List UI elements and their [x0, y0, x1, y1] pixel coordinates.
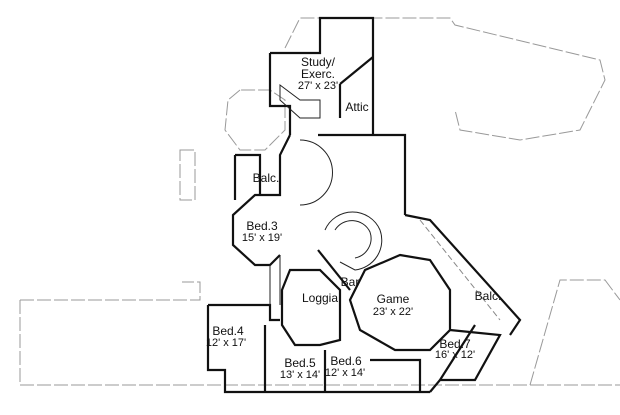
room-bed4: Bed.4 12' x 17' — [206, 324, 246, 349]
room-balcony-upper: Balc. — [253, 171, 280, 185]
room-size: 27' x 23' — [298, 80, 338, 92]
stairs — [269, 84, 501, 321]
room-size: 13' x 14' — [280, 369, 320, 381]
room-game: Game 23' x 22' — [373, 292, 413, 318]
room-bed3: Bed.3 15' x 19' — [242, 219, 282, 244]
room-size: 12' x 17' — [206, 337, 246, 349]
room-name: Bed.4 — [212, 324, 244, 338]
room-bed7: Bed.7 16' x 12' — [435, 337, 475, 361]
room-balcony-right: Balc. — [475, 289, 502, 303]
room-loggia: Loggia — [302, 291, 338, 305]
room-name: Bed.6 — [330, 354, 362, 368]
room-name: Study/ — [301, 55, 336, 69]
room-name: Bed.7 — [439, 337, 471, 351]
room-size: 12' x 14' — [325, 367, 365, 379]
room-name: Game — [377, 292, 410, 306]
room-bed6: Bed.6 12' x 14' — [325, 354, 365, 379]
room-name: Bed.3 — [246, 219, 278, 233]
room-size: 23' x 22' — [373, 306, 413, 318]
room-size: 15' x 19' — [242, 232, 282, 244]
room-study: Study/ Exerc. 27' x 23' — [298, 55, 338, 92]
walls — [206, 16, 522, 394]
room-attic: Attic — [345, 100, 368, 114]
room-size: 16' x 12' — [435, 349, 475, 361]
room-bed5: Bed.5 13' x 14' — [280, 356, 320, 381]
room-bar: Bar — [341, 275, 360, 289]
room-name: Bed.5 — [284, 356, 316, 370]
room-name: Exerc. — [301, 67, 335, 81]
